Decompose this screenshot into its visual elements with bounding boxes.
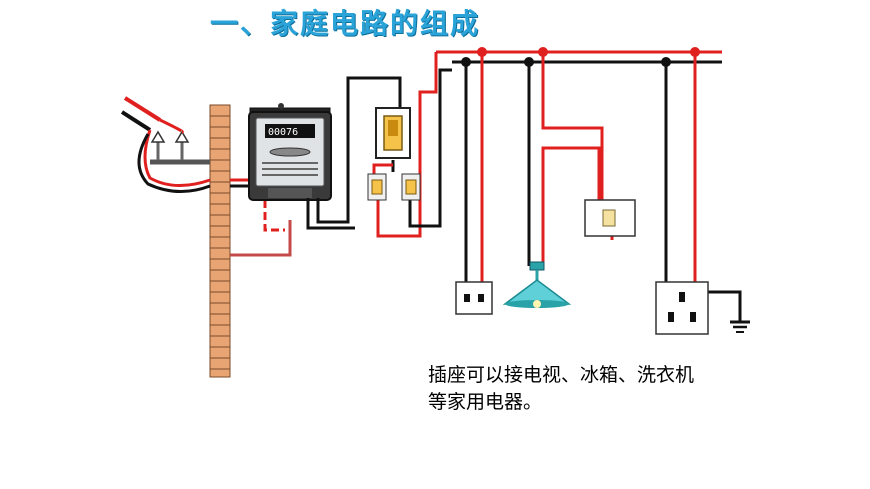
meter-display: 00076 [268, 127, 298, 138]
meter-feed-wires [230, 178, 292, 257]
caption: 插座可以接电视、冰箱、洗衣机 等家用电器。 [428, 362, 758, 416]
two-pin-socket [455, 281, 493, 315]
pendant-lamp [502, 261, 572, 308]
main-switch [375, 107, 411, 159]
branch-socket-three-pin [661, 47, 742, 322]
service-entrance [120, 96, 211, 194]
fuse-right [401, 173, 421, 201]
page-title: 一、家庭电路的组成 [210, 7, 481, 40]
three-pin-socket [655, 281, 709, 335]
energy-meter: 00076 [248, 103, 332, 201]
brick-wall [209, 104, 231, 378]
caption-line-1: 插座可以接电视、冰箱、洗衣机 [428, 364, 695, 386]
caption-line-2: 等家用电器。 [428, 391, 543, 413]
wall-switch [584, 199, 636, 237]
branch-socket-two-pin [461, 47, 487, 282]
branch-lamp [524, 47, 614, 266]
fuse-left [367, 173, 387, 201]
ground-symbol [730, 320, 750, 333]
meter-to-switch-wires [306, 52, 452, 238]
